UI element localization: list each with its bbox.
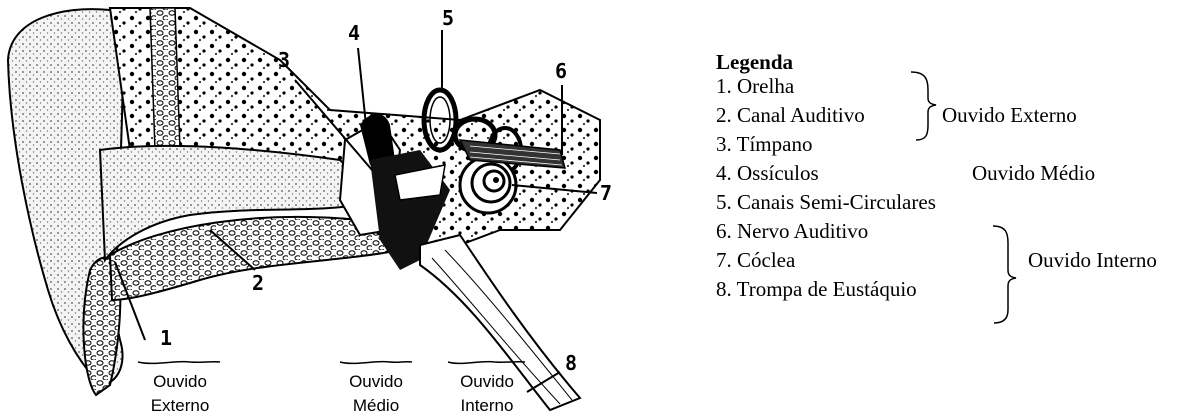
legend-item-5: 5. Canais Semi-Circulares bbox=[716, 190, 936, 215]
legend-item-7: 7. Cóclea bbox=[716, 248, 795, 273]
label-3: 3 bbox=[278, 48, 290, 72]
legend-item-1: 1. Orelha bbox=[716, 74, 794, 99]
label-7: 7 bbox=[600, 181, 612, 205]
legend-item-2: 2. Canal Auditivo bbox=[716, 103, 865, 128]
label-2: 2 bbox=[252, 271, 264, 295]
legend-item-8: 8. Trompa de Eustáquio bbox=[716, 277, 917, 302]
cochlea-shape bbox=[460, 157, 516, 213]
legend-item-3: 3. Tímpano bbox=[716, 132, 812, 157]
brace-externo bbox=[911, 72, 936, 140]
region-interno-line2: Interno bbox=[461, 396, 514, 415]
ear-anatomy-diagram: 1 2 3 4 5 6 7 8 Ouvido Externo Ouvido Mé… bbox=[0, 0, 640, 418]
region-interno-line1: Ouvido bbox=[460, 372, 514, 391]
region-medio-line1: Ouvido bbox=[349, 372, 403, 391]
label-5: 5 bbox=[442, 6, 454, 30]
legend-group-medio: Ouvido Médio bbox=[972, 161, 1095, 186]
region-rules bbox=[138, 362, 525, 364]
legend-group-interno: Ouvido Interno bbox=[1028, 248, 1157, 273]
label-1: 1 bbox=[160, 326, 172, 350]
legend-title: Legenda bbox=[716, 50, 793, 75]
label-4: 4 bbox=[348, 21, 360, 45]
region-externo-line1: Ouvido bbox=[153, 372, 207, 391]
region-medio-line2: Médio bbox=[353, 396, 399, 415]
brace-interno bbox=[993, 226, 1016, 323]
legend: Legenda 1. Orelha 2. Canal Auditivo 3. T… bbox=[716, 50, 1196, 350]
label-6: 6 bbox=[555, 59, 567, 83]
legend-item-4: 4. Ossículos bbox=[716, 161, 819, 186]
region-externo-line2: Externo bbox=[151, 396, 210, 415]
legend-group-externo: Ouvido Externo bbox=[942, 103, 1077, 128]
legend-item-6: 6. Nervo Auditivo bbox=[716, 219, 868, 244]
label-8: 8 bbox=[565, 351, 577, 375]
